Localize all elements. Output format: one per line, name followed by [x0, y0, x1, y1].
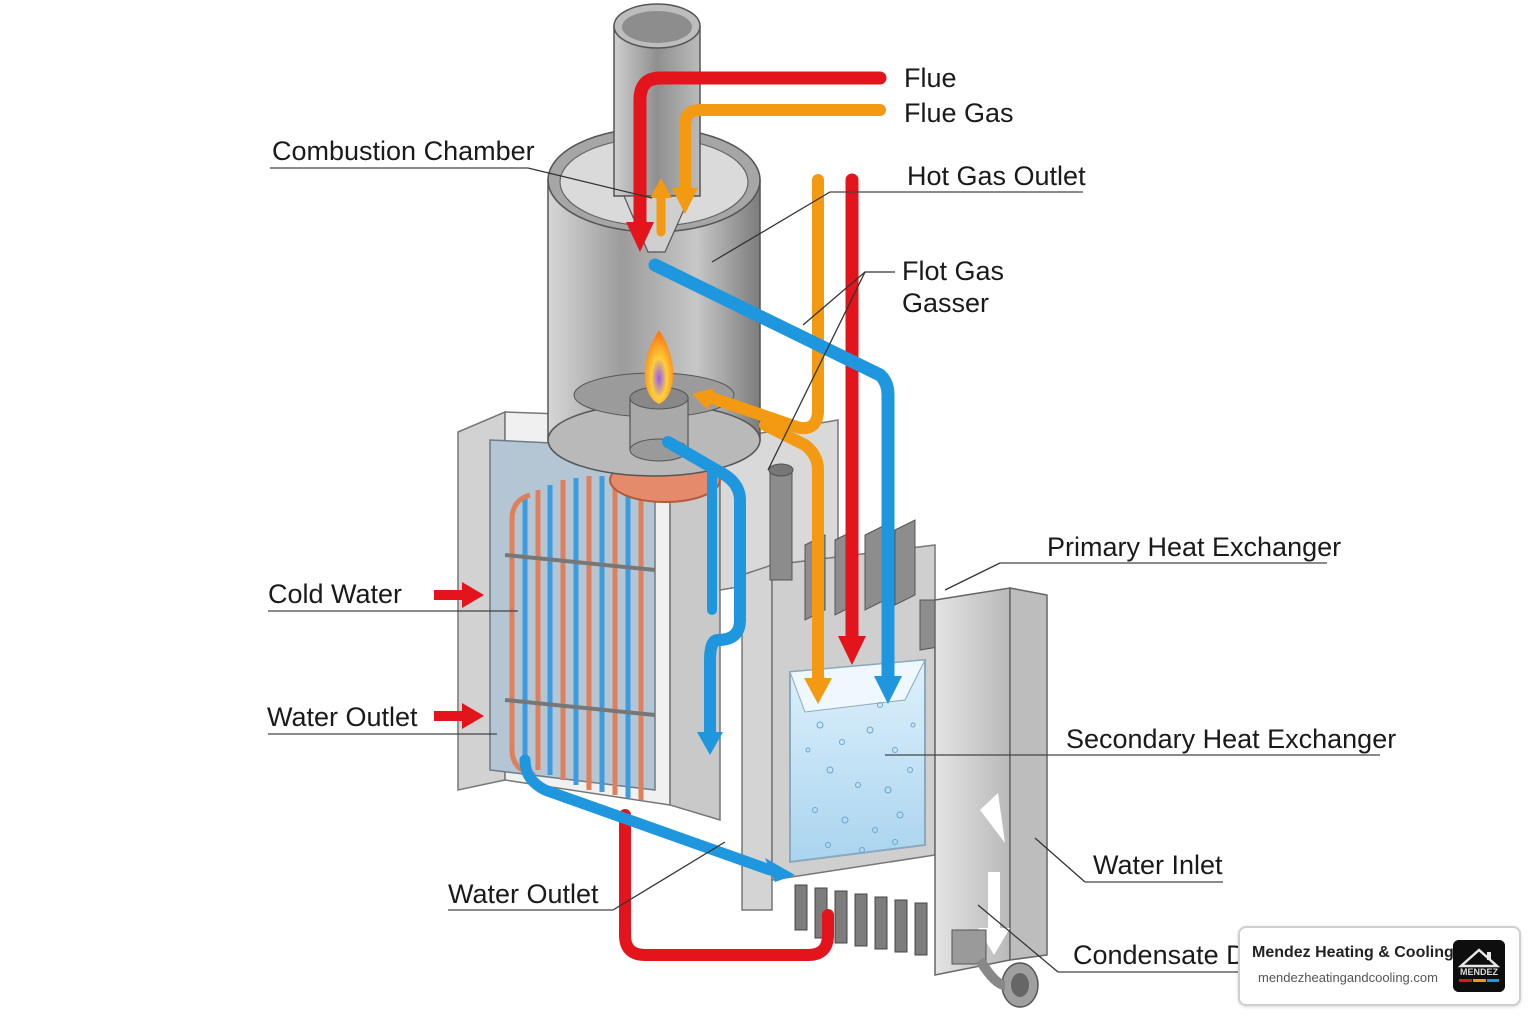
- brand-name: Mendez Heating & Cooling: [1252, 944, 1454, 961]
- label-hot-gas-outlet: Hot Gas Outlet: [907, 161, 1086, 191]
- label-water-outlet-left: Water Outlet: [267, 702, 418, 732]
- ignitor: [768, 463, 794, 581]
- brand-logo: MENDEZ: [1453, 940, 1505, 992]
- label-water-inlet: Water Inlet: [1093, 850, 1223, 880]
- label-flue: Flue: [904, 63, 957, 93]
- label-flue-gas: Flue Gas: [904, 98, 1014, 128]
- label-secondary-heat-exchanger: Secondary Heat Exchanger: [1066, 724, 1396, 754]
- label-gasser: Gasser: [902, 288, 989, 318]
- label-flot-gas: Flot Gas: [902, 256, 1004, 286]
- flame-icon: [644, 330, 674, 404]
- leader-lines: [268, 167, 1380, 973]
- side-panel: [934, 587, 1048, 976]
- bottom-fins: [794, 884, 928, 956]
- label-condensate: Condensate D: [1073, 940, 1246, 970]
- red-flue-flow: [619, 71, 887, 961]
- blue-cold-flow: [519, 258, 902, 882]
- coil-brackets: [504, 553, 656, 717]
- label-combustion-chamber: Combustion Chamber: [272, 136, 535, 166]
- orange-flue-gas-flow: [650, 104, 886, 704]
- cold-water-arrow-icon: [434, 582, 484, 608]
- label-cold-water: Cold Water: [268, 579, 402, 609]
- label-water-outlet-bottom: Water Outlet: [448, 879, 599, 909]
- labels: Flue Flue Gas Combustion Chamber Hot Gas…: [267, 63, 1396, 970]
- condensate-pipe: [951, 929, 1039, 1008]
- brand-card[interactable]: Mendez Heating & Cooling mendezheatingan…: [1238, 926, 1521, 1006]
- brand-url[interactable]: mendezheatingandcooling.com: [1258, 970, 1438, 985]
- logo-text: MENDEZ: [1460, 967, 1499, 977]
- primary-heat-exchanger-coils: [509, 476, 644, 800]
- water-bubbles: [805, 702, 916, 853]
- water-outlet-arrow-icon: [434, 703, 484, 729]
- label-primary-heat-exchanger: Primary Heat Exchanger: [1047, 532, 1341, 562]
- house-logo-icon: MENDEZ: [1453, 940, 1505, 992]
